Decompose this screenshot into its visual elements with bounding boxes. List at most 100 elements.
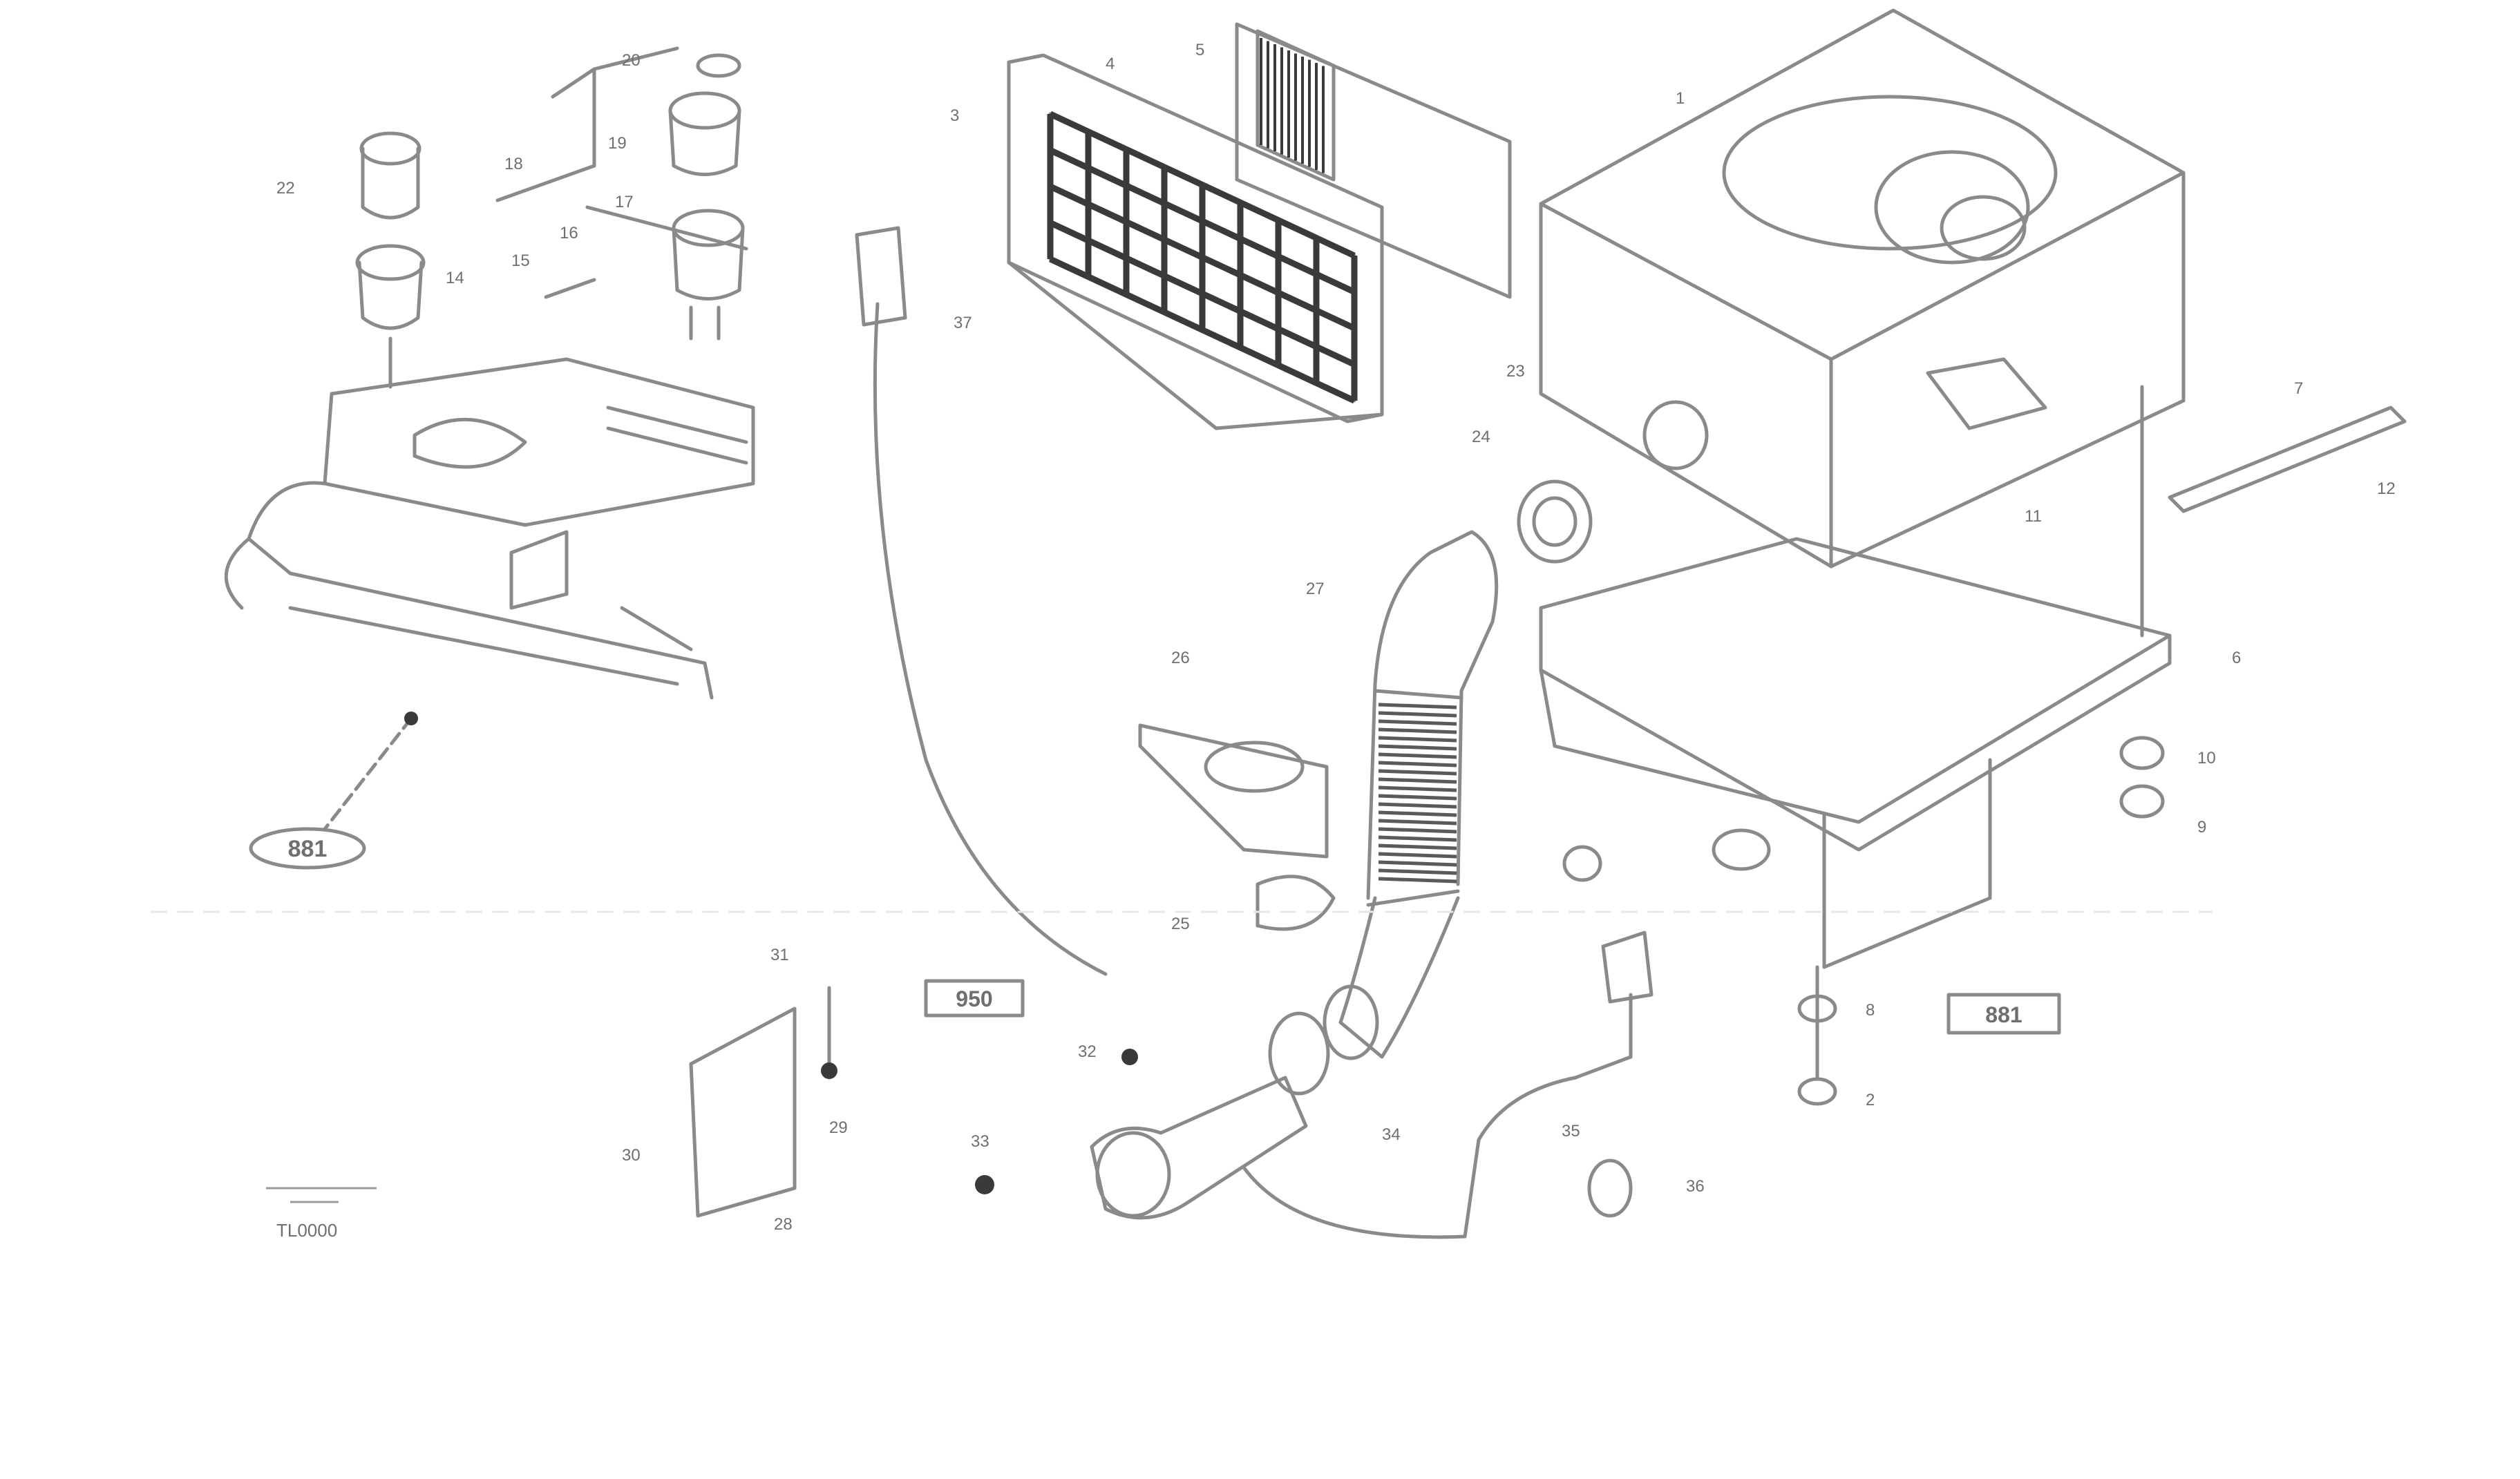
coil-ring	[1378, 744, 1457, 751]
grille-bar	[1049, 256, 1356, 404]
knob-assembly-left	[355, 131, 426, 389]
coil-ring	[1378, 843, 1457, 850]
ref-label-950: 950	[956, 986, 992, 1011]
coil-ring	[1378, 785, 1457, 792]
callout: 8	[1866, 1001, 1875, 1020]
grille-bar	[1049, 111, 1356, 259]
coil-ring	[1378, 769, 1457, 776]
leader-881-left	[323, 716, 413, 831]
drain-fitting	[1601, 931, 1654, 1004]
coil-ring	[1378, 752, 1457, 759]
duct-hose	[1338, 530, 1499, 1059]
blower-housing	[1539, 8, 2186, 569]
ref-box-881-right	[1946, 993, 2061, 1035]
small-pin	[544, 278, 596, 299]
coil-ring	[1378, 819, 1457, 826]
washer-3	[1797, 994, 1837, 1023]
grille-bar	[1049, 183, 1356, 332]
callout: 31	[770, 946, 789, 964]
coil-ring	[1378, 802, 1457, 809]
callout: 37	[954, 314, 972, 332]
callout: 33	[971, 1132, 989, 1151]
washer-1	[2119, 736, 2165, 770]
callout: 1	[1676, 89, 1685, 108]
callout: 15	[511, 251, 530, 270]
callout: 5	[1195, 41, 1204, 59]
hose-clamp-1	[1268, 1011, 1330, 1096]
coil-ring	[1378, 736, 1457, 743]
ring-seal-inner	[1532, 496, 1578, 547]
callout: 26	[1171, 649, 1190, 667]
bracket-frame	[495, 46, 748, 251]
callout: 12	[2377, 479, 2396, 498]
mount-opening	[1204, 741, 1305, 793]
callout: 28	[774, 1215, 793, 1234]
coil-ring	[1378, 777, 1457, 784]
callout: 25	[1171, 915, 1190, 933]
callout: 29	[829, 1118, 848, 1137]
callout: 22	[276, 179, 295, 198]
callout: 14	[446, 269, 464, 287]
callout: 3	[950, 106, 959, 125]
callout: 23	[1506, 362, 1525, 381]
callout: 6	[2232, 649, 2241, 667]
filter-panel	[1235, 22, 1512, 299]
callout: 35	[1562, 1122, 1580, 1141]
cable	[873, 302, 1108, 976]
callout: 36	[1686, 1177, 1705, 1196]
coil-ring	[1378, 860, 1457, 867]
callout: 20	[622, 51, 641, 70]
ref-label-881-left: 881	[288, 836, 328, 862]
callout: 11	[2025, 507, 2042, 526]
coil-ring	[1378, 761, 1457, 767]
grommet	[1587, 1158, 1633, 1218]
coil-ring	[1378, 852, 1457, 859]
washer-4	[1797, 1077, 1837, 1106]
washer-2	[2119, 784, 2165, 819]
coil-ring	[1378, 810, 1457, 817]
grille-hatching	[1047, 38, 1358, 404]
ref-oval-881-left	[249, 827, 366, 870]
callout: 24	[1472, 428, 1490, 446]
callout: 34	[1382, 1125, 1401, 1144]
hose-clamp-2	[1323, 984, 1379, 1060]
grille-bar	[1049, 147, 1356, 295]
coil-ring	[1378, 794, 1457, 801]
ref-label-881-right: 881	[1985, 1002, 2022, 1027]
drawing-number-block: TL0000	[266, 1187, 377, 1241]
callout: 19	[608, 134, 627, 153]
hose-coil	[1378, 703, 1457, 884]
ref-box-950	[924, 979, 1025, 1018]
callout: 18	[504, 155, 523, 173]
clip	[1256, 875, 1336, 931]
drain-hose	[1242, 993, 1633, 1239]
coil-ring	[1378, 827, 1457, 834]
callout: 9	[2197, 818, 2206, 837]
coil-ring	[1378, 703, 1457, 709]
callout: 27	[1306, 580, 1325, 598]
strip	[2168, 405, 2407, 513]
valve-assembly-top	[668, 53, 745, 341]
coil-ring	[1378, 727, 1457, 734]
coil-ring	[1378, 711, 1457, 718]
callout: 17	[615, 193, 634, 211]
callout: 4	[1106, 55, 1115, 73]
coil-ring	[1378, 877, 1457, 884]
coil-ring	[1378, 835, 1457, 842]
dark-fasteners	[404, 712, 1138, 1194]
callout: 10	[2197, 749, 2216, 767]
nut-1	[1562, 845, 1602, 882]
callout: 32	[1078, 1042, 1097, 1061]
drawing-number: TL0000	[276, 1220, 337, 1241]
plug-connector	[855, 226, 907, 327]
callout: 16	[560, 224, 578, 242]
floor-bracket	[224, 357, 755, 700]
cover-plate	[1539, 385, 2172, 969]
coil-ring	[1378, 719, 1457, 726]
elbow-fitting	[1090, 1076, 1308, 1220]
bracket-plate	[689, 1006, 797, 1218]
callout: 2	[1866, 1091, 1875, 1109]
ring-seal	[1517, 479, 1593, 564]
